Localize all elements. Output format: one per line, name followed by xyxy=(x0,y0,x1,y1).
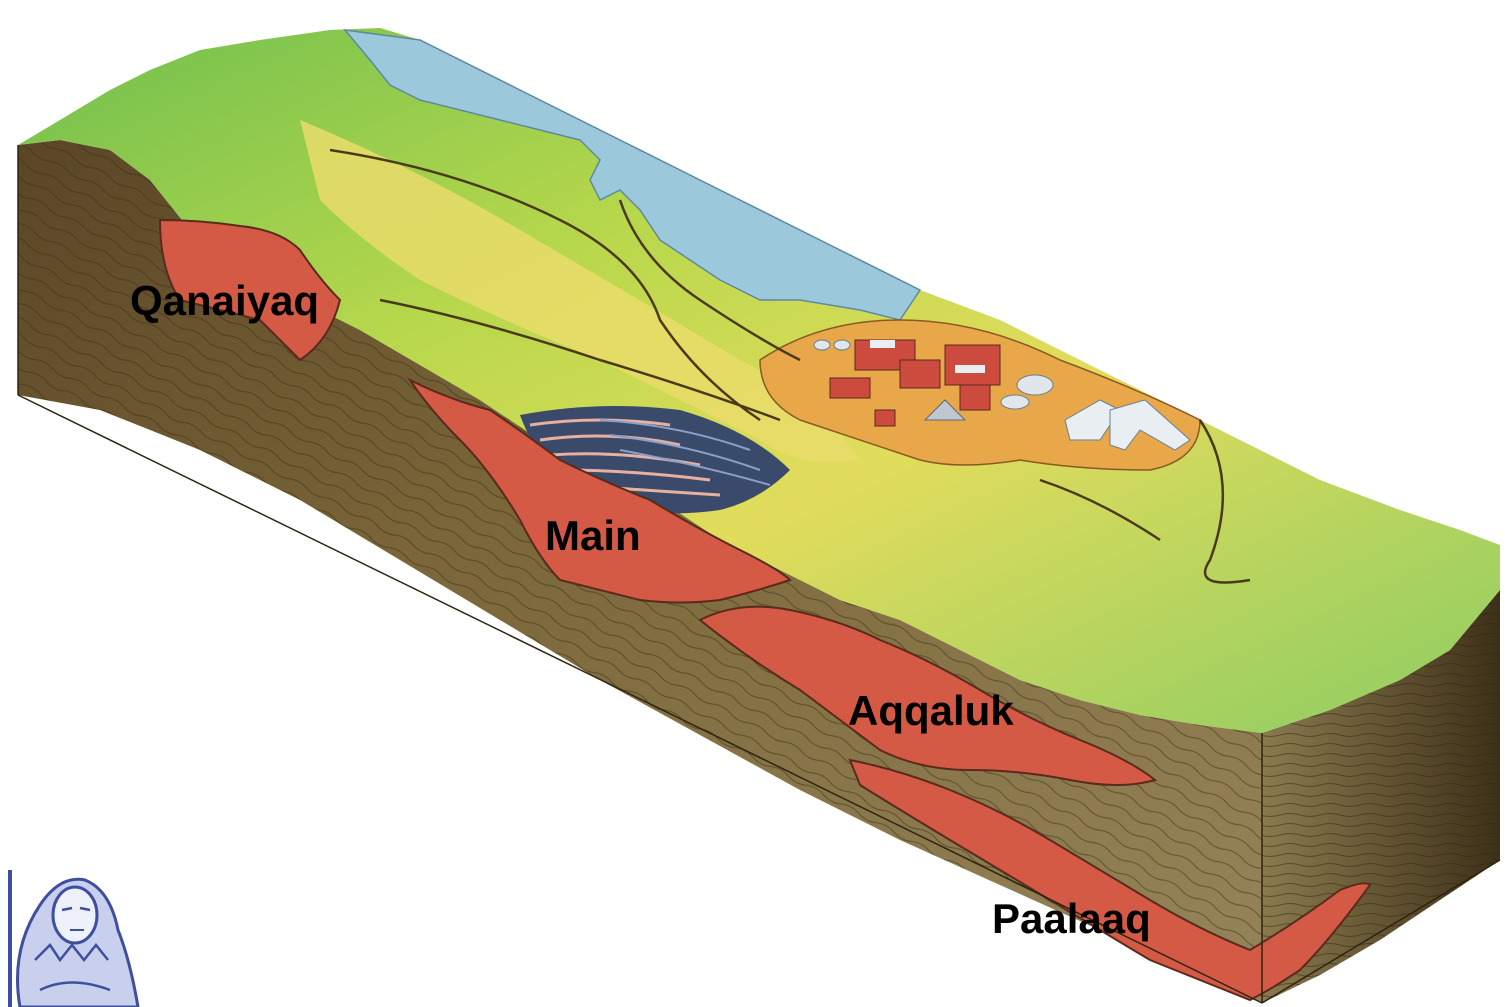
label-main: Main xyxy=(545,512,641,559)
hooded-figure-logo-icon xyxy=(10,870,138,1007)
label-qanaiyaq: Qanaiyaq xyxy=(130,277,319,324)
label-paalaaq: Paalaaq xyxy=(992,895,1151,942)
label-aqqaluk: Aqqaluk xyxy=(848,687,1014,734)
